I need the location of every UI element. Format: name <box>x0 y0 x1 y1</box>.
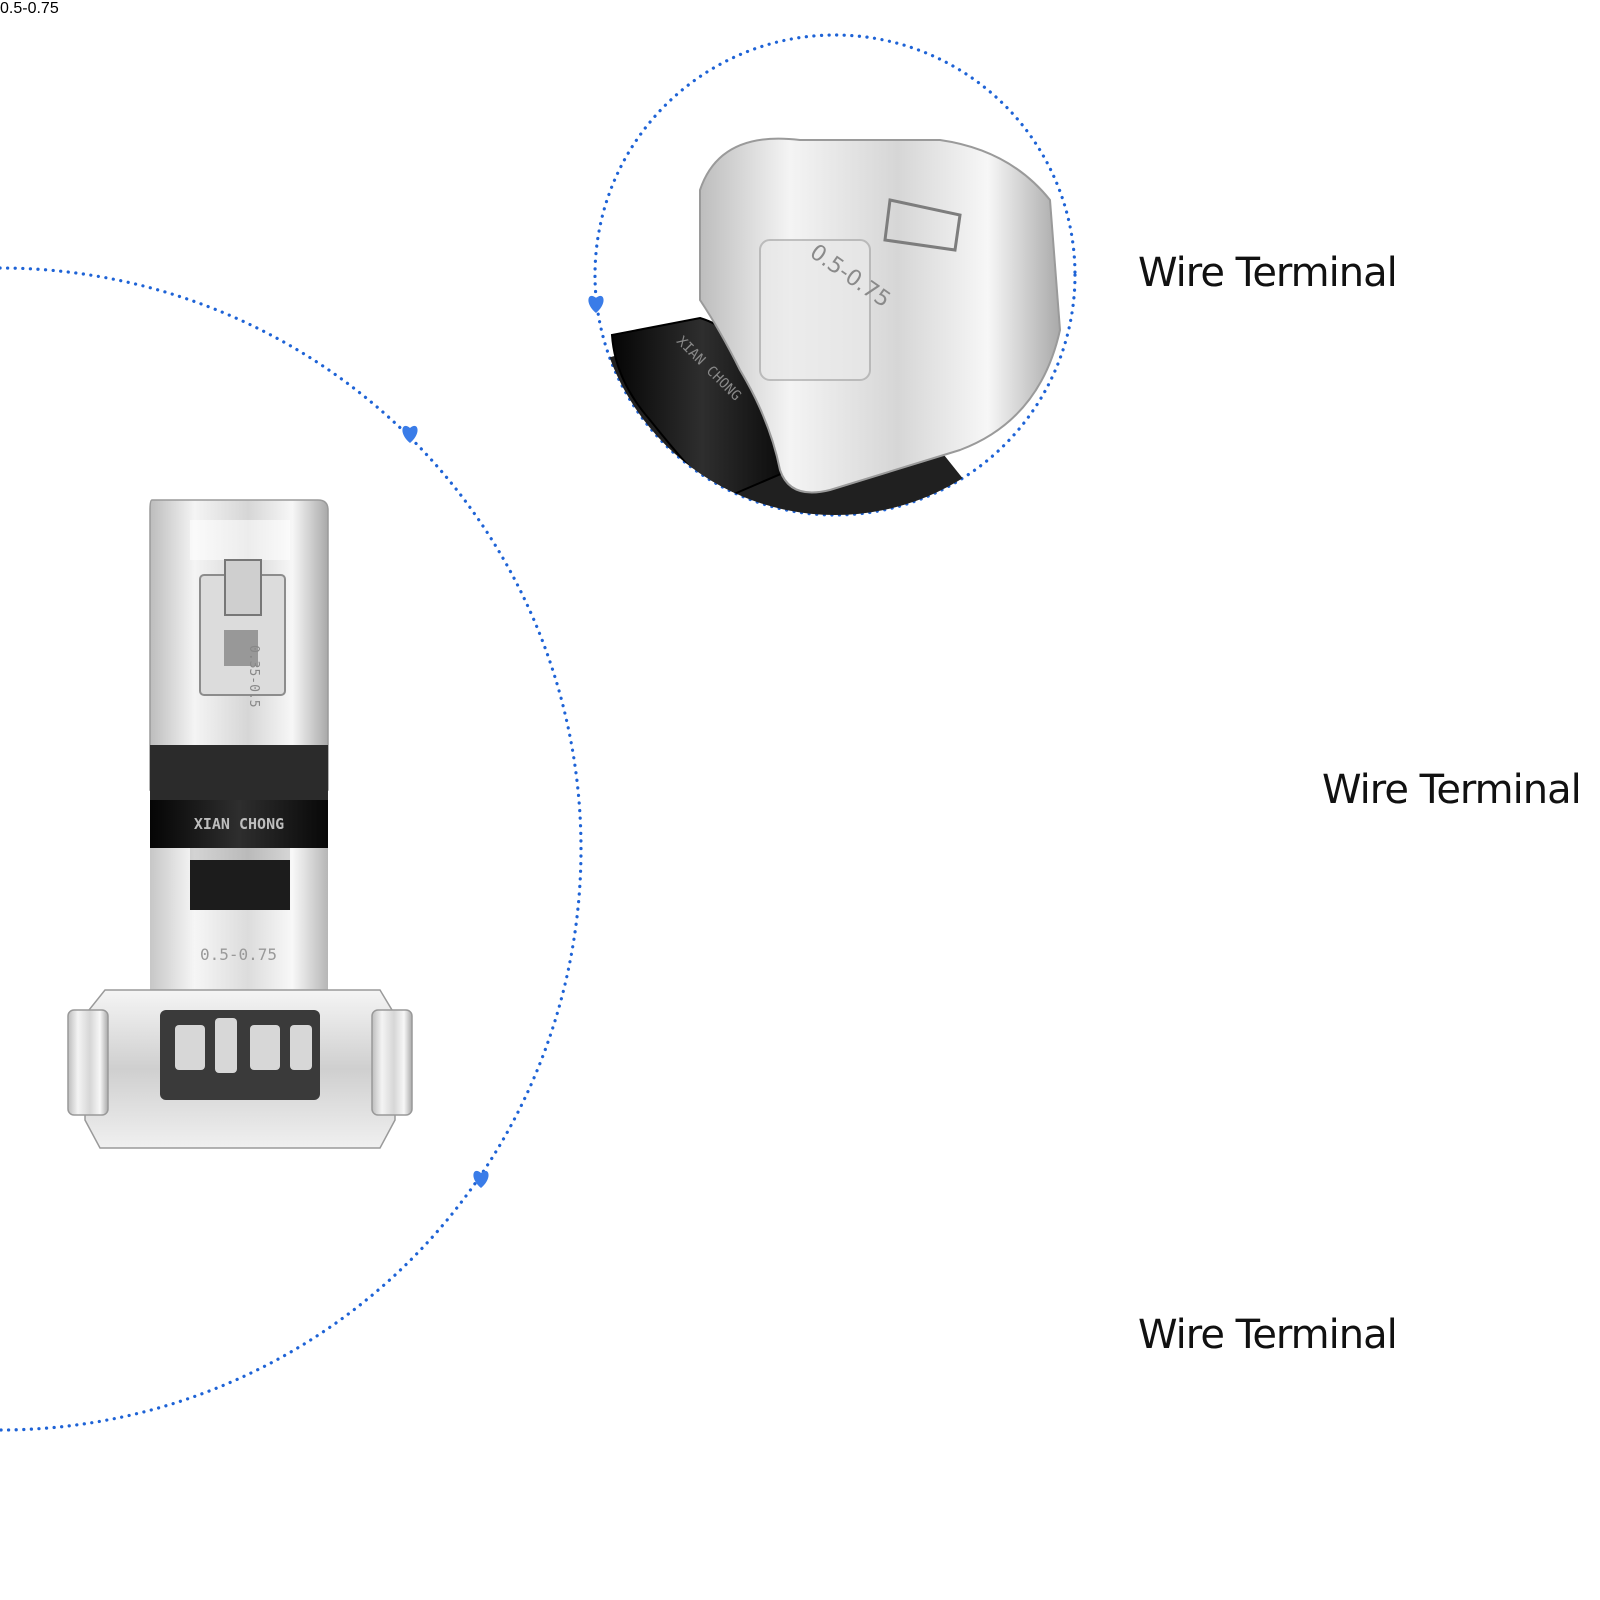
large-dotted-arc <box>0 266 583 1432</box>
wire-terminal-label-2: Wire Terminal <box>1322 767 1582 813</box>
svg-text:0.35-0.5: 0.35-0.5 <box>246 645 261 708</box>
wire-terminal-label-1: Wire Terminal <box>1138 250 1398 296</box>
main-band-text: XIAN CHONG <box>194 815 284 833</box>
svg-text:0.5-0.75: 0.5-0.75 <box>200 945 277 964</box>
heart-icon <box>588 295 604 313</box>
detail-callout-1: XIAN CHONG 0.5-0.75 <box>588 33 1077 517</box>
heart-icon <box>402 425 418 443</box>
wire-terminal-label-3: Wire Terminal <box>1138 1312 1398 1358</box>
main-connector: 0.35-0.5 XIAN CHONG 0.5-0.75 <box>67 499 413 1149</box>
heart-icon <box>473 1170 489 1188</box>
detail-callout-3: 0.5-0.75 <box>0 0 59 17</box>
